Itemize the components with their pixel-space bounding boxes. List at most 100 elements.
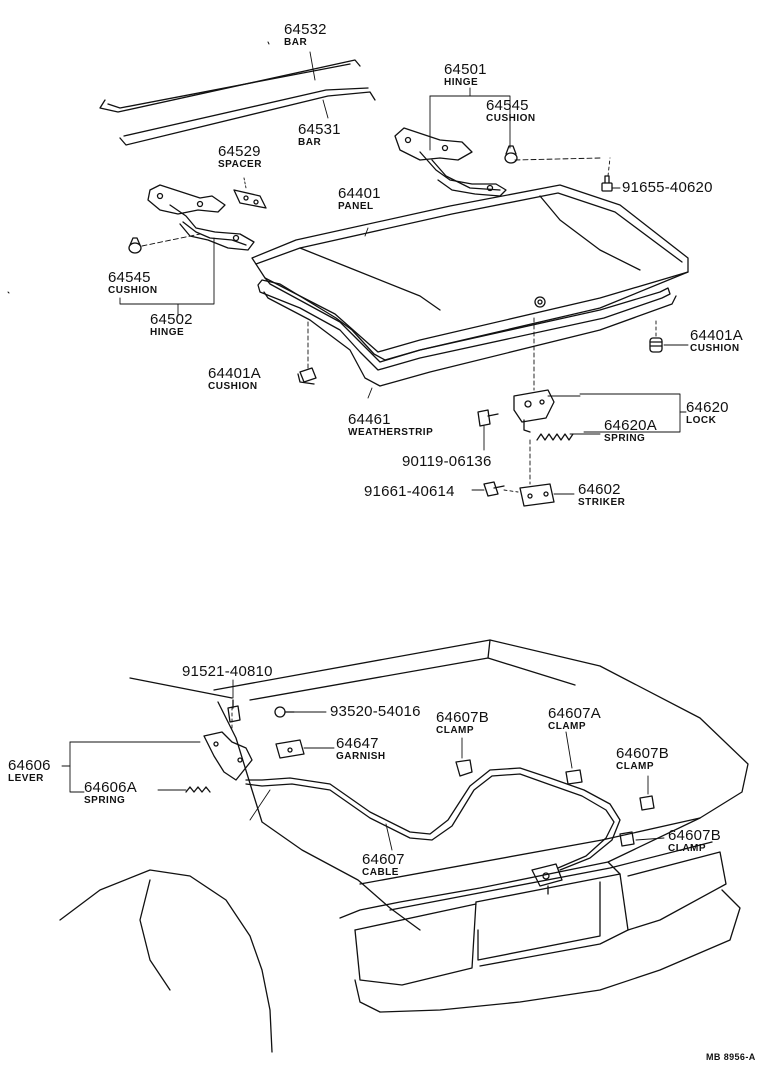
bolt-91655 (601, 157, 621, 192)
label-64606: 64606 LEVER (8, 758, 51, 784)
part-number: 64607B (668, 827, 721, 844)
part-number: 64607B (436, 709, 489, 726)
part-name: STRIKER (578, 497, 626, 508)
part-number: 64606A (84, 779, 137, 796)
label-64607a: 64607A CLAMP (548, 706, 601, 732)
part-number: 64602 (578, 481, 621, 498)
part-name: GARNISH (336, 751, 386, 762)
part-number: 64529 (218, 143, 261, 160)
cushion-64401a-left (297, 321, 317, 385)
part-number: 91521-40810 (182, 663, 273, 680)
label-64401: 64401 PANEL (338, 186, 381, 212)
car-body-rear (59, 639, 749, 1053)
part-number: 64401A (690, 327, 743, 344)
label-91661: 91661-40614 (364, 484, 455, 499)
lever-64606 (203, 705, 253, 781)
part-name: CLAMP (548, 721, 587, 732)
bolt-91521 (227, 679, 241, 723)
trunk-lid-panel-64401 (251, 184, 689, 363)
part-number: 91655-40620 (622, 179, 713, 196)
part-number: 64607B (616, 745, 669, 762)
part-name: LOCK (686, 415, 717, 426)
label-64401a-left: 64401A CUSHION (208, 366, 261, 392)
torsion-bar-64532 (99, 59, 361, 113)
part-number: 64545 (486, 97, 529, 114)
label-64401a-right: 64401A CUSHION (690, 328, 743, 354)
part-number: 64607A (548, 705, 601, 722)
part-number: 64620A (604, 417, 657, 434)
part-number: 64545 (108, 269, 151, 286)
part-number: 64401A (208, 365, 261, 382)
bolt-91661 (471, 481, 519, 497)
part-name: CUSHION (108, 285, 158, 296)
part-name: CABLE (362, 867, 399, 878)
part-number: 64647 (336, 735, 379, 752)
part-name: CLAMP (436, 725, 475, 736)
label-64607b-a: 64607B CLAMP (436, 710, 489, 736)
label-64529: 64529 SPACER (218, 144, 262, 170)
part-number: 91661-40614 (364, 483, 455, 500)
part-number: 64501 (444, 61, 487, 78)
part-name: HINGE (150, 327, 185, 338)
label-64607: 64607 CABLE (362, 852, 405, 878)
weatherstrip-64461 (257, 279, 677, 399)
part-name: SPRING (604, 433, 646, 444)
label-64647: 64647 GARNISH (336, 736, 386, 762)
spring-64620a (536, 433, 601, 441)
striker-64602 (519, 439, 575, 507)
part-name: CLAMP (616, 761, 655, 772)
bolt-90119 (477, 409, 499, 451)
clamp-64607b-b (639, 775, 655, 811)
part-name: HINGE (444, 77, 479, 88)
cushion-64401a-right (649, 319, 689, 353)
cushion-64545-left (128, 233, 201, 254)
part-name: CUSHION (486, 113, 536, 124)
part-name: CUSHION (208, 381, 258, 392)
part-number: 64620 (686, 399, 729, 416)
part-number: 64532 (284, 21, 327, 38)
part-name: CUSHION (690, 343, 740, 354)
part-name: SPACER (218, 159, 262, 170)
part-name: WEATHERSTRIP (348, 427, 434, 438)
cushion-64545-top (504, 145, 601, 164)
label-64502: 64502 HINGE (150, 312, 193, 338)
torsion-bar-64531 (119, 87, 376, 146)
hinge-64501 (394, 127, 507, 197)
label-64620: 64620 LOCK (686, 400, 729, 426)
part-name: PANEL (338, 201, 374, 212)
lock-64620 (513, 317, 581, 433)
release-cable-64607 (245, 767, 621, 871)
part-number: 64461 (348, 411, 391, 428)
label-64545-left: 64545 CUSHION (108, 270, 158, 296)
part-number: 64502 (150, 311, 193, 328)
label-64531: 64531 BAR (298, 122, 341, 148)
part-number: 64606 (8, 757, 51, 774)
label-64607b-b: 64607B CLAMP (616, 746, 669, 772)
screw-93520 (274, 706, 327, 718)
clamp-64607b-a (455, 737, 473, 777)
label-93520: 93520-54016 (330, 704, 421, 719)
label-64545-top: 64545 CUSHION (486, 98, 536, 124)
label-64620a: 64620A SPRING (604, 418, 657, 444)
part-number: 64531 (298, 121, 341, 138)
part-number: 64401 (338, 185, 381, 202)
label-64606a: 64606A SPRING (84, 780, 137, 806)
label-64501: 64501 HINGE (444, 62, 487, 88)
spacer-64529 (233, 177, 267, 209)
hinge-64502 (147, 184, 255, 251)
clamp-64607b-c (619, 831, 665, 847)
part-name: BAR (284, 37, 308, 48)
label-64532: 64532 BAR (284, 22, 327, 48)
label-91655: 91655-40620 (622, 180, 713, 195)
trunk-lock-cylinder (531, 863, 563, 895)
label-91521: 91521-40810 (182, 664, 273, 679)
label-64461: 64461 WEATHERSTRIP (348, 412, 433, 438)
part-name: LEVER (8, 773, 44, 784)
part-number: 90119-06136 (402, 453, 492, 470)
garnish-64647 (275, 739, 335, 759)
part-number: 93520-54016 (330, 703, 421, 720)
drawing-code: MB 8956-A (706, 1052, 756, 1062)
label-64607b-c: 64607B CLAMP (668, 828, 721, 854)
